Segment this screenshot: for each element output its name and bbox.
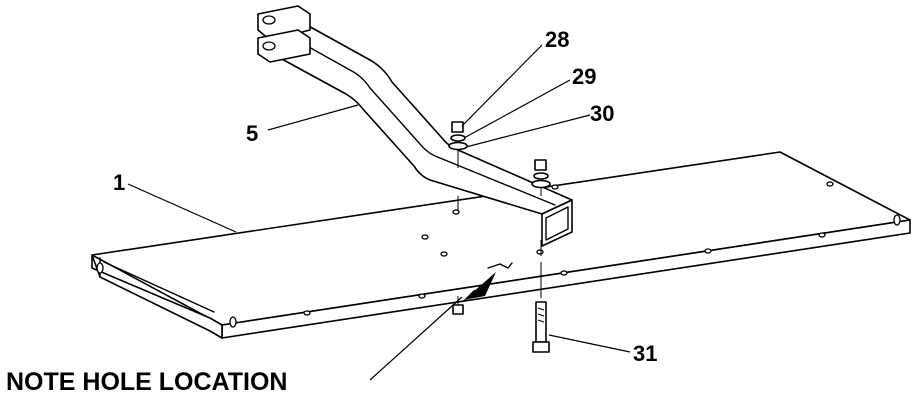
note-arrow: [462, 270, 494, 302]
tow-arm: [257, 5, 573, 247]
callout-28: 28: [545, 27, 569, 52]
leader-lines: [127, 44, 631, 381]
callout-1: 1: [113, 170, 125, 195]
mounting-plate: [91, 151, 911, 339]
note-arrowhead: [464, 272, 496, 300]
callout-31: 31: [633, 341, 657, 366]
callout-29: 29: [572, 64, 596, 89]
hex-bolt: [532, 262, 550, 353]
note-hole-location: NOTE HOLE LOCATION: [6, 368, 287, 396]
bolt-stack-right: [531, 159, 551, 256]
callout-5: 5: [246, 121, 258, 146]
callout-30: 30: [590, 101, 614, 126]
